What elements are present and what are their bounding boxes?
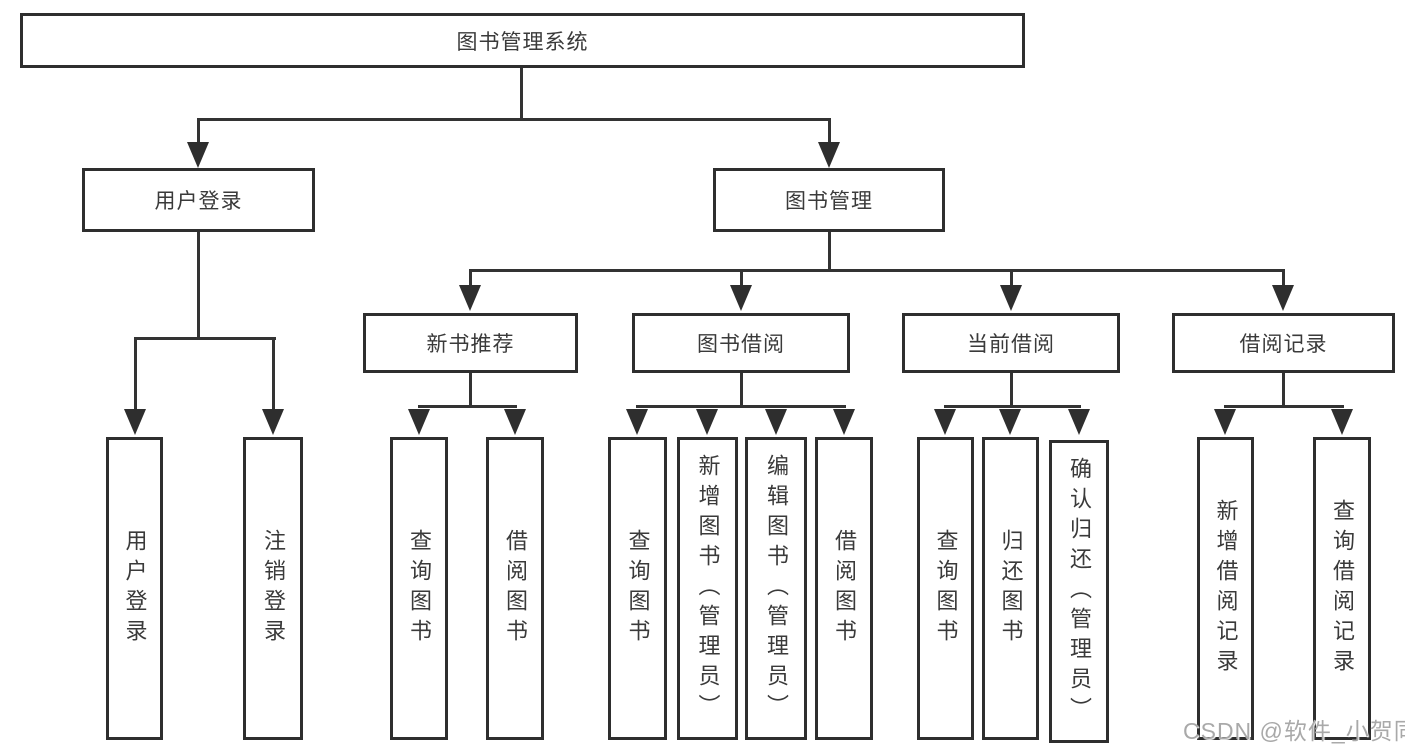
connector-line bbox=[469, 269, 1285, 272]
connector-line bbox=[740, 371, 743, 408]
arrow-down-icon bbox=[730, 285, 752, 311]
connector-line bbox=[1282, 371, 1285, 408]
connector-line bbox=[272, 339, 275, 411]
connector-line bbox=[828, 120, 831, 144]
leaf-add-borrow-record: 新增借阅记录 bbox=[1197, 437, 1254, 740]
node-label: 注销登录 bbox=[261, 528, 286, 649]
leaf-query-borrow-record: 查询借阅记录 bbox=[1313, 437, 1371, 740]
node-label: 确认归还（管理员） bbox=[1067, 456, 1092, 727]
connector-line bbox=[197, 230, 200, 340]
connector-line bbox=[469, 271, 472, 287]
node-label: 查询图书 bbox=[407, 528, 432, 649]
leaf-query-books-current: 查询图书 bbox=[917, 437, 974, 740]
arrow-down-icon bbox=[459, 285, 481, 311]
node-label: 新书推荐 bbox=[426, 333, 515, 356]
connector-line bbox=[197, 120, 200, 144]
node-book-management: 图书管理 bbox=[713, 168, 945, 232]
arrow-down-icon bbox=[818, 142, 840, 168]
leaf-borrow-books-recommend: 借阅图书 bbox=[486, 437, 544, 740]
arrow-down-icon bbox=[1000, 285, 1022, 311]
node-label: 查询图书 bbox=[625, 528, 651, 649]
leaf-edit-book-admin: 编辑图书（管理员） bbox=[745, 437, 807, 740]
node-current-borrowing: 当前借阅 bbox=[902, 313, 1120, 373]
connector-line bbox=[418, 405, 517, 408]
leaf-borrow-books-borrowing: 借阅图书 bbox=[815, 437, 873, 740]
leaf-logout: 注销登录 bbox=[243, 437, 303, 740]
arrow-down-icon bbox=[408, 409, 430, 435]
node-user-login: 用户登录 bbox=[82, 168, 315, 232]
leaf-confirm-return-admin: 确认归还（管理员） bbox=[1049, 440, 1109, 743]
connector-line bbox=[740, 271, 743, 287]
leaf-add-book-admin: 新增图书（管理员） bbox=[677, 437, 738, 740]
connector-line bbox=[1282, 271, 1285, 287]
node-book-borrowing: 图书借阅 bbox=[632, 313, 850, 373]
node-label: 借阅图书 bbox=[503, 528, 528, 649]
connector-line bbox=[828, 230, 831, 272]
node-label: 图书借阅 bbox=[697, 333, 785, 356]
node-label: 用户登录 bbox=[122, 528, 148, 649]
node-new-book-recommend: 新书推荐 bbox=[363, 313, 578, 373]
arrow-down-icon bbox=[934, 409, 956, 435]
arrow-down-icon bbox=[1068, 409, 1090, 435]
leaf-query-books-borrowing: 查询图书 bbox=[608, 437, 667, 740]
node-label: 新增图书（管理员） bbox=[695, 453, 721, 724]
node-label: 借阅记录 bbox=[1239, 333, 1328, 356]
node-library-management-system: 图书管理系统 bbox=[20, 13, 1025, 68]
node-label: 图书管理 bbox=[785, 190, 873, 213]
connector-line bbox=[134, 337, 276, 340]
watermark-text: CSDN @软件_小贺同学 bbox=[1183, 718, 1405, 744]
arrow-down-icon bbox=[187, 142, 209, 168]
connector-line bbox=[1224, 405, 1344, 408]
arrow-down-icon bbox=[626, 409, 648, 435]
arrow-down-icon bbox=[1272, 285, 1294, 311]
leaf-query-books-recommend: 查询图书 bbox=[390, 437, 448, 740]
node-label: 当前借阅 bbox=[967, 333, 1055, 356]
connector-line bbox=[134, 339, 137, 411]
node-label: 图书管理系统 bbox=[456, 30, 589, 54]
arrow-down-icon bbox=[1214, 409, 1236, 435]
connector-line bbox=[1010, 371, 1013, 408]
arrow-down-icon bbox=[765, 409, 787, 435]
arrow-down-icon bbox=[1331, 409, 1353, 435]
node-label: 借阅图书 bbox=[832, 528, 857, 649]
arrow-down-icon bbox=[504, 409, 526, 435]
connector-line bbox=[520, 66, 523, 121]
connector-line bbox=[197, 118, 831, 121]
node-label: 新增借阅记录 bbox=[1213, 498, 1239, 679]
arrow-down-icon bbox=[999, 409, 1021, 435]
leaf-return-book: 归还图书 bbox=[982, 437, 1039, 740]
node-label: 编辑图书（管理员） bbox=[764, 453, 789, 724]
node-label: 查询借阅记录 bbox=[1330, 498, 1355, 679]
leaf-user-login: 用户登录 bbox=[106, 437, 163, 740]
node-label: 用户登录 bbox=[154, 190, 243, 213]
connector-line bbox=[944, 405, 1081, 408]
arrow-down-icon bbox=[833, 409, 855, 435]
arrow-down-icon bbox=[696, 409, 718, 435]
connector-line bbox=[469, 371, 472, 408]
arrow-down-icon bbox=[124, 409, 146, 435]
arrow-down-icon bbox=[262, 409, 284, 435]
connector-line bbox=[1010, 271, 1013, 287]
node-label: 归还图书 bbox=[998, 528, 1024, 649]
node-label: 查询图书 bbox=[933, 528, 959, 649]
node-borrowing-records: 借阅记录 bbox=[1172, 313, 1395, 373]
connector-line bbox=[636, 405, 846, 408]
